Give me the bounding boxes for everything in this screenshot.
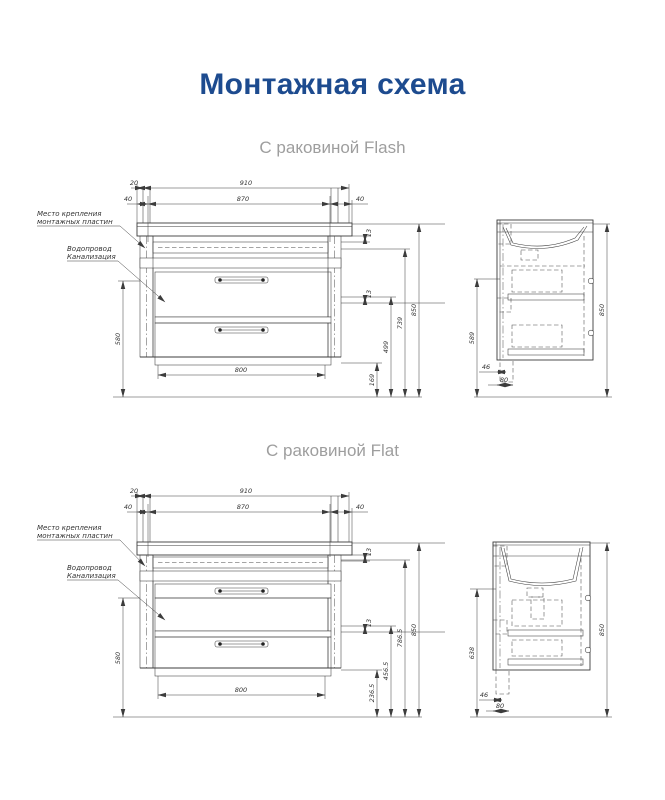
flat-drawer2-handle	[214, 640, 269, 648]
flat-callouts: Место крепления монтажных пластин Водопр…	[37, 524, 166, 621]
flash-callouts: Место крепления монтажных пластин Водопр…	[37, 210, 166, 303]
mounting-plates-label-line2: монтажных пластин	[37, 218, 113, 226]
dim-40-left: 40	[124, 195, 132, 203]
dim-20: 20	[130, 487, 138, 495]
dim-850-side: 850	[598, 304, 606, 316]
dim-638: 638	[468, 647, 476, 659]
flash-section-subtitle: С раковиной Flash	[259, 138, 406, 157]
flash-side-view	[474, 219, 612, 398]
mounting-plates-label-line1: Место крепления	[37, 210, 101, 218]
dim-456-5: 456.5	[382, 662, 390, 681]
dim-46: 46	[482, 363, 490, 371]
sewerage-label: Канализация	[67, 253, 116, 261]
dim-13-mid: 13	[365, 290, 373, 298]
flash-drawer2-handle	[214, 326, 269, 334]
dim-40-right: 40	[356, 503, 364, 511]
dim-580: 580	[114, 333, 122, 345]
dim-13-top: 13	[365, 229, 373, 237]
flat-side-dimensions: 638 46 80 850	[468, 542, 610, 718]
dim-800: 800	[235, 366, 247, 374]
water-supply-label: Водопровод	[67, 564, 112, 572]
mounting-plates-label-line2: монтажных пластин	[37, 532, 113, 540]
dim-236-5: 236.5	[368, 684, 376, 703]
flash-front-dimensions: 20 910 40 870 40 13	[114, 179, 445, 398]
dim-870: 870	[237, 503, 249, 511]
flat-front-dimensions: 20 910 40 870 40 13 13 236.5	[114, 487, 445, 718]
dim-46: 46	[480, 691, 488, 699]
flash-drawing: 20 910 40 870 40 13	[37, 179, 612, 398]
flat-side-view	[470, 541, 612, 718]
flat-front-view	[113, 496, 422, 718]
flash-side-dimensions: 589 46 80 850	[468, 223, 610, 398]
dim-580: 580	[114, 652, 122, 664]
dim-169: 169	[368, 374, 376, 386]
dim-910: 910	[240, 487, 252, 495]
flat-drawer1-handle	[214, 587, 269, 595]
flash-front-view	[113, 188, 422, 398]
page-title: Монтажная схема	[199, 68, 466, 101]
flat-drawing: 20 910 40 870 40 13 13 236.5	[37, 487, 612, 718]
dim-786-5: 786.5	[396, 629, 404, 648]
flash-drawer1-handle	[214, 276, 269, 284]
dim-910: 910	[240, 179, 252, 187]
flat-section-subtitle: С раковиной Flat	[266, 441, 399, 460]
dim-20: 20	[130, 179, 138, 187]
dim-739: 739	[396, 317, 404, 329]
water-supply-label: Водопровод	[67, 245, 112, 253]
dim-850-front: 850	[410, 304, 418, 316]
dim-499: 499	[382, 341, 390, 353]
dim-80: 80	[500, 376, 508, 384]
sewerage-label: Канализация	[67, 572, 116, 580]
dim-13-mid: 13	[365, 619, 373, 627]
dim-870: 870	[237, 195, 249, 203]
dim-850-front: 850	[410, 624, 418, 636]
dim-589: 589	[468, 332, 476, 344]
dim-850-side: 850	[598, 624, 606, 636]
dim-40-left: 40	[124, 503, 132, 511]
dim-800: 800	[235, 686, 247, 694]
dim-40-right: 40	[356, 195, 364, 203]
dim-80: 80	[496, 702, 504, 710]
dim-13-top: 13	[365, 548, 373, 556]
mounting-plates-label-line1: Место крепления	[37, 524, 101, 532]
